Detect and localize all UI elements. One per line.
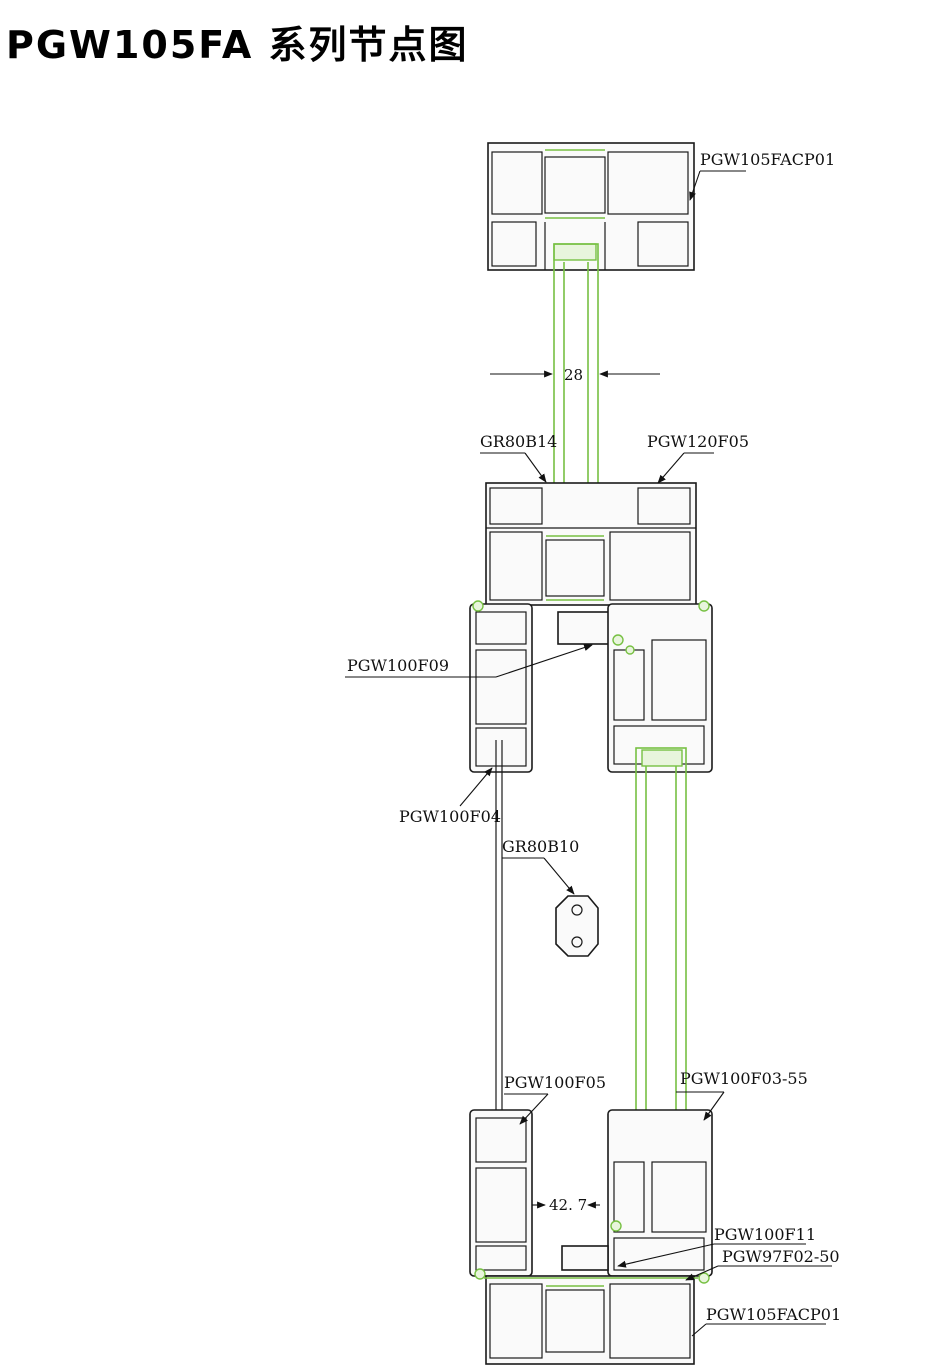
label-pgw120f05: PGW120F05	[647, 432, 749, 484]
svg-text:PGW105FACP01: PGW105FACP01	[700, 150, 835, 169]
interlock-line	[495, 740, 503, 1112]
bottom-frame-profile	[484, 1275, 698, 1365]
label-pgw100f05: PGW100F05	[504, 1073, 606, 1125]
page-title: PGW105FA 系列节点图	[6, 23, 469, 67]
label-pgw100f09: PGW100F09	[345, 644, 593, 678]
label-top-frame: PGW105FACP01	[689, 150, 835, 201]
svg-text:PGW105FACP01: PGW105FACP01	[706, 1305, 841, 1324]
svg-text:PGW100F03-55: PGW100F03-55	[680, 1069, 808, 1088]
gap-dimension: 42. 7	[532, 1196, 600, 1214]
svg-text:PGW100F05: PGW100F05	[504, 1073, 606, 1092]
right-upper-sash	[607, 600, 713, 773]
left-lower-sash	[469, 1109, 533, 1280]
label-pgw100f04: PGW100F04	[399, 767, 501, 826]
glass-thickness-dimension: 28	[490, 366, 660, 384]
svg-text:PGW100F04: PGW100F04	[399, 807, 501, 826]
label-pgw97f02: PGW97F02-50	[685, 1247, 840, 1281]
label-gr80b14: GR80B14	[480, 432, 557, 483]
dimension-42-7: 42. 7	[549, 1196, 587, 1214]
svg-text:PGW97F02-50: PGW97F02-50	[722, 1247, 840, 1266]
transom-frame-profile	[485, 482, 697, 606]
svg-text:PGW100F09: PGW100F09	[347, 656, 449, 675]
lower-glass-pane	[635, 747, 687, 1155]
gr80b10-part	[555, 895, 599, 957]
svg-text:PGW120F05: PGW120F05	[647, 432, 749, 451]
label-gr80b10: GR80B10	[502, 837, 579, 895]
label-pgw100f11: PGW100F11	[617, 1225, 816, 1268]
left-upper-sash	[469, 600, 613, 773]
label-bottom-frame: PGW105FACP01	[691, 1305, 841, 1337]
svg-text:GR80B14: GR80B14	[480, 432, 557, 451]
top-frame-profile	[487, 142, 695, 271]
label-pgw100f03: PGW100F03-55	[676, 1069, 808, 1121]
svg-text:GR80B10: GR80B10	[502, 837, 579, 856]
dimension-28: 28	[564, 366, 583, 384]
right-lower-sash	[561, 1109, 713, 1284]
svg-text:PGW100F11: PGW100F11	[714, 1225, 816, 1244]
